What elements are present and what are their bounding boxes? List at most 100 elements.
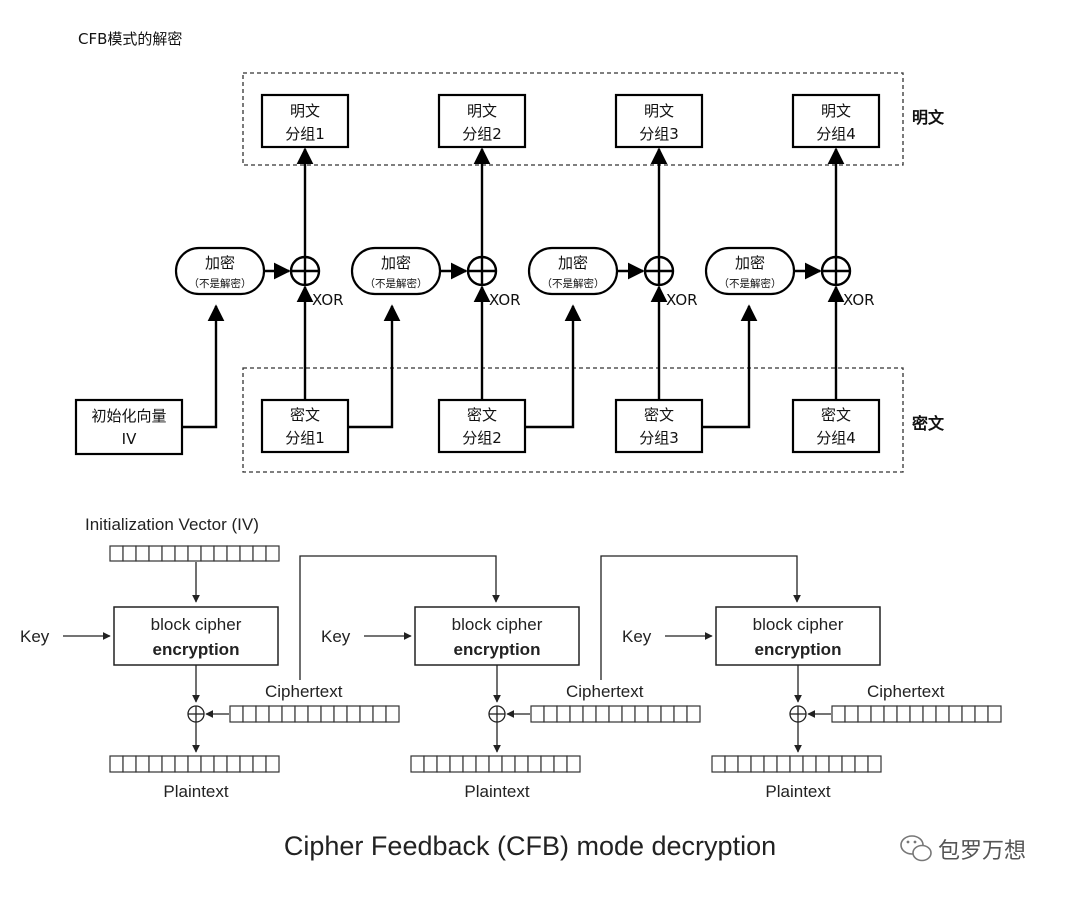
register-cell: [320, 705, 335, 723]
xor-label: XOR: [666, 291, 698, 309]
ciphertext-block-line2: 分组1: [285, 429, 325, 447]
register-cell: [828, 755, 843, 773]
ciphertext-register: [530, 705, 701, 723]
register-cell: [449, 755, 464, 773]
plaintext-group-label: 明文: [912, 108, 945, 127]
register-cell: [844, 705, 859, 723]
ciphertext-block-line1: 密文: [290, 406, 320, 424]
xor-label: XOR: [312, 291, 344, 309]
register-cell: [841, 755, 856, 773]
ciphertext-group-label: 密文: [911, 414, 945, 433]
register-cell: [935, 705, 950, 723]
register-cell: [213, 755, 228, 773]
iv-register: [109, 545, 280, 562]
block-cipher-box: [715, 606, 881, 666]
register-cell: [265, 755, 280, 773]
plaintext-block-line2: 分组1: [285, 125, 325, 143]
plaintext-block: [260, 93, 350, 149]
register-cell: [252, 755, 267, 773]
register-cell: [608, 705, 623, 723]
register-cell: [501, 755, 516, 773]
ciphertext-block-line2: 分组4: [816, 429, 856, 447]
plaintext-register: [109, 755, 280, 773]
block-cipher-line2: encryption: [153, 640, 240, 659]
register-cell: [226, 545, 241, 562]
register-cell: [922, 705, 937, 723]
register-cell: [307, 705, 322, 723]
register-cell: [239, 545, 254, 562]
ciphertext-block: [437, 398, 527, 454]
plaintext-group-region: [242, 72, 904, 166]
key-label: Key: [622, 627, 652, 646]
register-cell: [252, 545, 267, 562]
register-cell: [870, 705, 885, 723]
top-title: CFB模式的解密: [78, 30, 182, 48]
register-cell: [229, 705, 244, 723]
register-cell: [135, 545, 150, 562]
register-cell: [333, 705, 348, 723]
ciphertext-label: Ciphertext: [566, 682, 644, 701]
register-cell: [857, 705, 872, 723]
register-cell: [200, 755, 215, 773]
register-cell: [239, 755, 254, 773]
register-cell: [909, 705, 924, 723]
bottom-stage: block cipherencryptionKeyCiphertextPlain…: [622, 606, 1002, 801]
encrypt-op-line1: 加密: [735, 254, 765, 272]
register-cell: [621, 705, 636, 723]
plaintext-block-line1: 明文: [290, 102, 320, 120]
register-cell: [161, 755, 176, 773]
ciphertext-block-line2: 分组2: [462, 429, 502, 447]
plaintext-block-line1: 明文: [467, 102, 497, 120]
register-cell: [543, 705, 558, 723]
ciphertext-label: Ciphertext: [867, 682, 945, 701]
plaintext-block-line2: 分组2: [462, 125, 502, 143]
ciphertext-block-line1: 密文: [644, 406, 674, 424]
register-cell: [436, 755, 451, 773]
register-cell: [294, 705, 309, 723]
feedback-line-1: [299, 555, 500, 680]
register-cell: [242, 705, 257, 723]
register-cell: [582, 705, 597, 723]
block-cipher-line1: block cipher: [753, 615, 844, 634]
plaintext-block: [614, 93, 704, 149]
ciphertext-block-line1: 密文: [821, 406, 851, 424]
iv-block-line2: IV: [122, 430, 137, 448]
register-cell: [488, 755, 503, 773]
ciphertext-register: [831, 705, 1002, 723]
encrypt-op-line1: 加密: [205, 254, 235, 272]
register-cell: [109, 755, 124, 773]
plaintext-label: Plaintext: [163, 782, 228, 801]
ciphertext-block: [791, 398, 881, 454]
register-cell: [109, 545, 124, 562]
register-cell: [867, 755, 882, 773]
bottom-stages: block cipher encryption KeyCiphertextPlain…: [20, 562, 1002, 801]
register-cell: [763, 755, 778, 773]
register-cell: [161, 545, 176, 562]
register-cell: [647, 705, 662, 723]
iv-to-encrypt-arrow: [182, 304, 225, 429]
register-cell: [566, 755, 581, 773]
ciphertext-block: [260, 398, 350, 454]
encrypt-op-line1: 加密: [381, 254, 411, 272]
ciphertext-feedback-arrow: [702, 304, 758, 429]
register-cell: [475, 755, 490, 773]
register-cell: [896, 705, 911, 723]
register-cell: [527, 755, 542, 773]
register-cell: [634, 705, 649, 723]
register-cell: [711, 755, 726, 773]
plaintext-label: Plaintext: [464, 782, 529, 801]
wechat-icon: [900, 835, 932, 862]
register-cell: [948, 705, 963, 723]
register-cell: [673, 705, 688, 723]
register-cell: [148, 545, 163, 562]
register-cell: [148, 755, 163, 773]
plaintext-block: [791, 93, 881, 149]
encrypt-op-line1: 加密: [558, 254, 588, 272]
register-cell: [737, 755, 752, 773]
register-cell: [200, 545, 215, 562]
register-cell: [854, 755, 869, 773]
register-cell: [226, 755, 241, 773]
register-cell: [987, 705, 1002, 723]
